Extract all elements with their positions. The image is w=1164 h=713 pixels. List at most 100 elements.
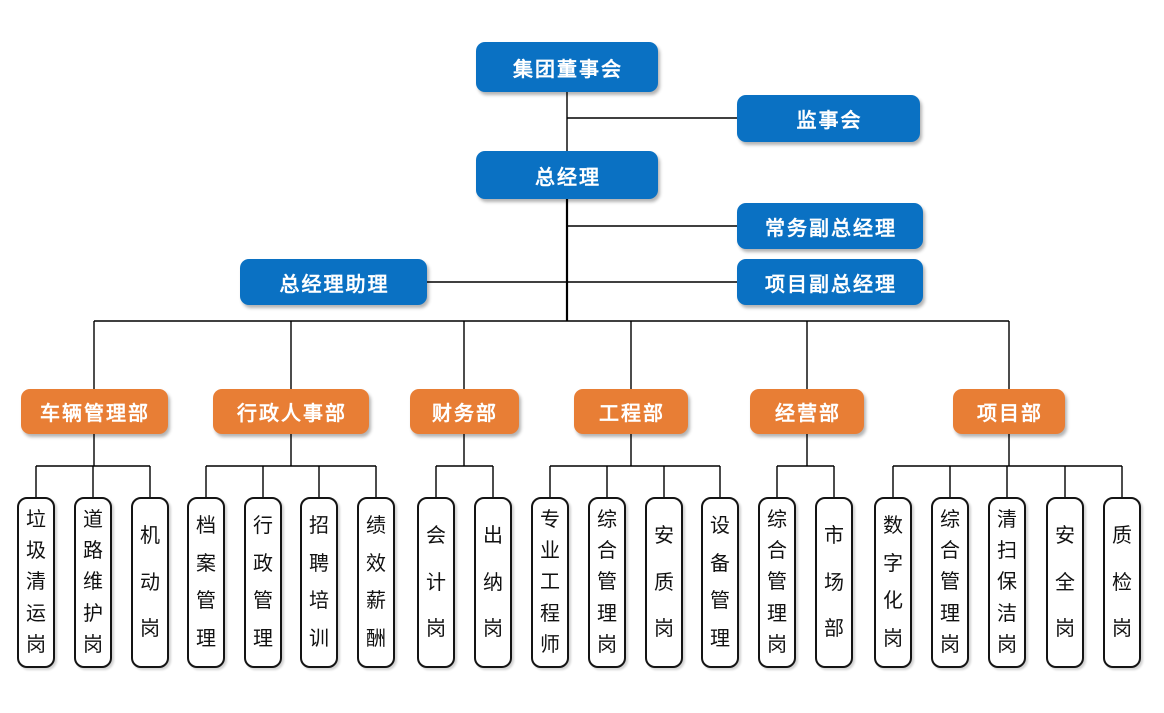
position-char: 理 [196, 627, 216, 650]
dept-admin-hr[interactable]: 行政人事部 [213, 389, 369, 434]
position-char: 岗 [597, 633, 617, 656]
position-box[interactable]: 档案管理 [187, 497, 225, 668]
position-box[interactable]: 招聘培训 [300, 497, 338, 668]
position-char: 酬 [366, 627, 386, 650]
position-char: 化 [883, 590, 903, 613]
position-char: 训 [309, 627, 329, 650]
position-char: 岗 [654, 618, 674, 641]
position-char: 理 [940, 602, 960, 625]
position-char: 理 [253, 627, 273, 650]
position-char: 动 [140, 571, 160, 594]
position-char: 岗 [426, 618, 446, 641]
position-char: 质 [1112, 524, 1132, 547]
dept-engineering[interactable]: 工程部 [574, 389, 688, 434]
position-char: 综 [767, 509, 787, 532]
position-box[interactable]: 出纳岗 [474, 497, 512, 668]
position-char: 行 [253, 515, 273, 538]
position-char: 管 [767, 571, 787, 594]
position-char: 清 [26, 571, 46, 594]
position-char: 综 [940, 509, 960, 532]
position-char: 质 [654, 571, 674, 594]
position-box[interactable]: 安全岗 [1046, 497, 1084, 668]
executive-deputy-gm-node[interactable]: 常务副总经理 [737, 203, 923, 249]
position-char: 培 [309, 590, 329, 613]
position-char: 清 [997, 509, 1017, 532]
position-char: 业 [540, 540, 560, 563]
position-box[interactable]: 质检岗 [1103, 497, 1141, 668]
position-char: 备 [710, 552, 730, 575]
position-char: 师 [540, 633, 560, 656]
position-char: 维 [83, 571, 103, 594]
position-char: 岗 [26, 633, 46, 656]
position-box[interactable]: 专业工程师 [531, 497, 569, 668]
supervisory-board-node[interactable]: 监事会 [737, 95, 920, 142]
position-char: 合 [767, 540, 787, 563]
position-box[interactable]: 综合管理岗 [588, 497, 626, 668]
position-char: 专 [540, 509, 560, 532]
position-char: 政 [253, 552, 273, 575]
dept-vehicle-management[interactable]: 车辆管理部 [20, 389, 168, 434]
position-char: 薪 [366, 590, 386, 613]
position-char: 管 [710, 590, 730, 613]
position-char: 部 [824, 618, 844, 641]
position-char: 岗 [767, 633, 787, 656]
position-box[interactable]: 绩效薪酬 [357, 497, 395, 668]
position-char: 管 [196, 590, 216, 613]
gm-assistant-node[interactable]: 总经理助理 [240, 259, 427, 305]
position-char: 会 [426, 524, 446, 547]
position-char: 程 [540, 602, 560, 625]
position-char: 数 [883, 515, 903, 538]
position-char: 运 [26, 602, 46, 625]
position-char: 岗 [997, 633, 1017, 656]
dept-operations[interactable]: 经营部 [750, 389, 864, 434]
board-of-directors-node[interactable]: 集团董事会 [476, 42, 658, 92]
position-char: 洁 [997, 602, 1017, 625]
position-char: 岗 [483, 618, 503, 641]
position-box[interactable]: 综合管理岗 [931, 497, 969, 668]
position-char: 场 [824, 571, 844, 594]
position-char: 工 [540, 571, 560, 594]
position-box[interactable]: 市场部 [815, 497, 853, 668]
position-char: 理 [767, 602, 787, 625]
position-char: 市 [824, 524, 844, 547]
position-char: 管 [597, 571, 617, 594]
position-char: 垃 [26, 509, 46, 532]
position-char: 岗 [940, 633, 960, 656]
position-box[interactable]: 清扫保洁岗 [988, 497, 1026, 668]
position-char: 合 [940, 540, 960, 563]
position-char: 综 [597, 509, 617, 532]
position-char: 岗 [140, 618, 160, 641]
position-char: 道 [83, 509, 103, 532]
position-char: 绩 [366, 515, 386, 538]
dept-project[interactable]: 项目部 [953, 389, 1065, 434]
position-char: 计 [426, 571, 446, 594]
position-char: 岗 [883, 627, 903, 650]
position-char: 管 [940, 571, 960, 594]
position-box[interactable]: 综合管理岗 [758, 497, 796, 668]
position-box[interactable]: 垃圾清运岗 [17, 497, 55, 668]
project-deputy-gm-node[interactable]: 项目副总经理 [737, 259, 923, 305]
position-char: 管 [253, 590, 273, 613]
position-char: 字 [883, 552, 903, 575]
position-char: 理 [597, 602, 617, 625]
position-box[interactable]: 会计岗 [417, 497, 455, 668]
position-char: 扫 [997, 540, 1017, 563]
position-char: 岗 [1112, 618, 1132, 641]
position-char: 检 [1112, 571, 1132, 594]
position-char: 纳 [483, 571, 503, 594]
position-box[interactable]: 设备管理 [701, 497, 739, 668]
position-char: 护 [83, 602, 103, 625]
position-char: 安 [1055, 524, 1075, 547]
position-char: 理 [710, 627, 730, 650]
position-box[interactable]: 机动岗 [131, 497, 169, 668]
position-char: 案 [196, 552, 216, 575]
position-box[interactable]: 道路维护岗 [74, 497, 112, 668]
dept-finance[interactable]: 财务部 [409, 389, 519, 434]
position-box[interactable]: 数字化岗 [874, 497, 912, 668]
position-box[interactable]: 行政管理 [244, 497, 282, 668]
position-box[interactable]: 安质岗 [645, 497, 683, 668]
general-manager-node[interactable]: 总经理 [476, 151, 658, 199]
position-char: 圾 [26, 540, 46, 563]
